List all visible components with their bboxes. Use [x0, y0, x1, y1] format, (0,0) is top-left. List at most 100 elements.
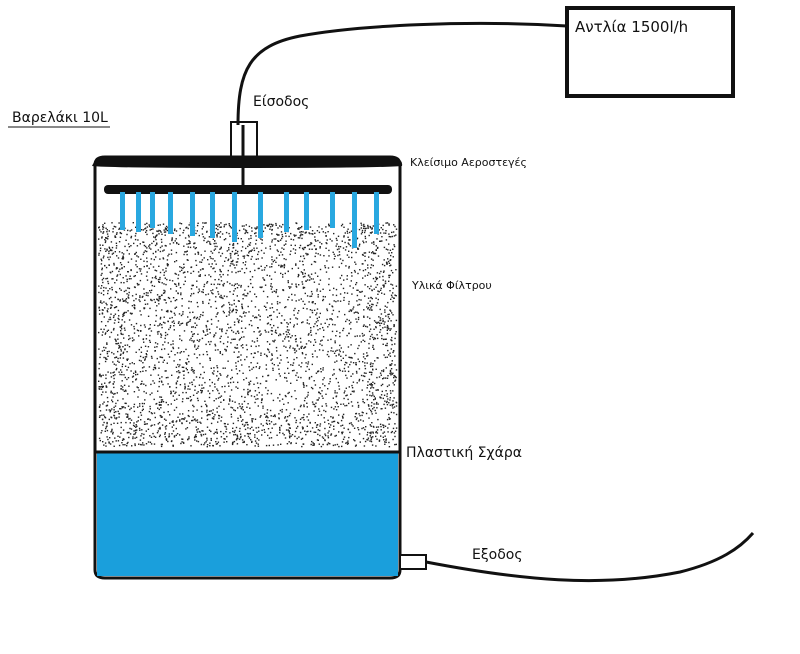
- media-speck: [370, 439, 372, 441]
- media-speck: [108, 382, 110, 384]
- media-speck: [333, 373, 335, 375]
- media-speck: [341, 424, 344, 426]
- media-speck: [348, 267, 350, 269]
- media-speck: [205, 343, 207, 346]
- media-speck: [251, 230, 253, 232]
- media-speck: [229, 309, 231, 311]
- media-speck: [238, 321, 240, 324]
- media-speck: [124, 444, 126, 446]
- media-speck: [115, 247, 118, 249]
- media-speck: [385, 338, 387, 340]
- media-speck: [191, 339, 193, 342]
- media-speck: [301, 352, 304, 354]
- media-speck: [138, 359, 141, 362]
- media-speck: [195, 376, 198, 378]
- media-speck: [298, 274, 300, 276]
- media-speck: [308, 333, 310, 335]
- media-speck: [346, 441, 348, 444]
- media-speck: [208, 396, 211, 399]
- media-speck: [312, 444, 314, 446]
- media-speck: [201, 228, 203, 230]
- media-speck: [346, 278, 348, 280]
- media-speck: [181, 305, 183, 307]
- media-speck: [140, 258, 142, 260]
- media-speck: [194, 242, 196, 244]
- media-speck: [353, 391, 355, 393]
- media-speck: [208, 274, 210, 276]
- media-speck: [204, 250, 206, 252]
- media-speck: [124, 402, 126, 404]
- media-speck: [257, 327, 259, 329]
- media-speck: [369, 440, 371, 442]
- media-speck: [165, 310, 168, 312]
- media-speck: [251, 340, 254, 342]
- media-speck: [369, 363, 372, 366]
- media-speck: [130, 235, 133, 238]
- media-speck: [319, 290, 322, 292]
- media-speck: [101, 309, 104, 311]
- media-speck: [186, 253, 188, 256]
- media-speck: [163, 411, 165, 414]
- media-speck: [328, 423, 330, 425]
- media-speck: [374, 360, 376, 362]
- media-speck: [361, 411, 363, 413]
- media-speck: [157, 278, 160, 281]
- media-speck: [347, 242, 349, 244]
- media-speck: [158, 361, 160, 363]
- media-speck: [229, 399, 231, 401]
- media-speck: [288, 340, 290, 342]
- media-speck: [125, 390, 127, 392]
- media-speck: [303, 386, 305, 388]
- media-speck: [316, 424, 319, 426]
- media-speck: [280, 443, 282, 445]
- media-speck: [355, 418, 358, 421]
- media-speck: [248, 243, 250, 246]
- media-speck: [102, 391, 104, 393]
- media-speck: [344, 241, 346, 244]
- media-speck: [344, 313, 346, 316]
- media-speck: [117, 338, 119, 340]
- media-speck: [321, 395, 323, 397]
- media-speck: [273, 423, 275, 426]
- media-speck: [348, 356, 350, 358]
- media-speck: [390, 368, 393, 370]
- media-speck: [294, 390, 296, 392]
- media-speck: [258, 430, 260, 432]
- media-speck: [108, 418, 110, 421]
- media-speck: [216, 388, 218, 390]
- media-speck: [109, 381, 111, 383]
- media-speck: [215, 224, 217, 226]
- media-speck: [103, 255, 105, 257]
- media-speck: [341, 240, 343, 242]
- media-speck: [374, 252, 377, 255]
- media-speck: [124, 365, 127, 367]
- media-speck: [227, 323, 229, 325]
- media-speck: [190, 331, 193, 333]
- media-speck: [201, 417, 203, 419]
- media-speck: [134, 433, 136, 435]
- media-speck: [250, 300, 253, 302]
- media-speck: [270, 285, 272, 287]
- media-speck: [304, 275, 306, 278]
- media-speck: [171, 321, 173, 323]
- media-speck: [227, 341, 229, 343]
- media-speck: [127, 393, 129, 395]
- media-speck: [363, 315, 365, 317]
- media-speck: [378, 440, 381, 442]
- media-speck: [154, 346, 156, 348]
- media-speck: [305, 433, 307, 436]
- media-speck: [98, 386, 101, 388]
- media-speck: [180, 223, 183, 225]
- media-speck: [309, 421, 311, 424]
- media-speck: [101, 414, 103, 416]
- media-speck: [229, 255, 232, 257]
- media-speck: [142, 442, 144, 444]
- media-speck: [217, 291, 219, 293]
- media-speck: [202, 222, 204, 224]
- media-speck: [176, 380, 179, 382]
- media-speck: [160, 333, 162, 335]
- media-speck: [247, 435, 250, 438]
- media-speck: [294, 294, 296, 296]
- media-speck: [119, 232, 122, 234]
- media-speck: [172, 395, 174, 397]
